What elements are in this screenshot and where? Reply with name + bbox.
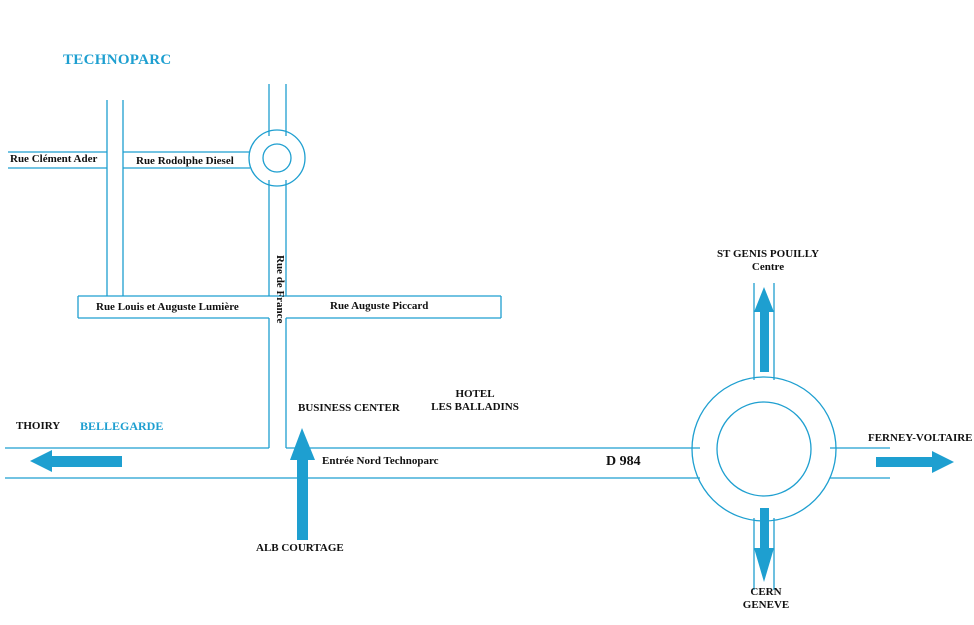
destination-cern: CERN GENEVE (726, 586, 806, 612)
street-label-rodolphe-diesel: Rue Rodolphe Diesel (136, 155, 234, 167)
road-label-d984: D 984 (606, 454, 641, 469)
destination-thoiry: THOIRY (16, 420, 61, 432)
destination-ferney: FERNEY-VOLTAIRE (868, 432, 973, 444)
map-title: TECHNOPARC (63, 52, 172, 68)
arrow-down-icon (754, 508, 774, 582)
hotel-line-2: LES BALLADINS (431, 401, 519, 413)
place-label-entree-nord: Entrée Nord Technoparc (322, 455, 439, 467)
arrow-up-icon (754, 287, 774, 372)
cern-line-1: CERN (750, 586, 782, 598)
roundabout-small-inner (262, 143, 292, 173)
place-label-business-center: BUSINESS CENTER (298, 402, 400, 414)
destination-st-genis: ST GENIS POUILLY Centre (708, 248, 828, 274)
hotel-line-1: HOTEL (455, 388, 495, 400)
street-label-piccard: Rue Auguste Piccard (330, 300, 429, 312)
arrow-left-icon (30, 450, 122, 472)
street-label-rue-de-france: Rue de France (274, 255, 286, 324)
st-genis-line-2: Centre (751, 261, 785, 273)
place-label-hotel: HOTEL LES BALLADINS (425, 388, 525, 414)
st-genis-line-1: ST GENIS POUILLY (716, 248, 820, 260)
street-label-lumiere: Rue Louis et Auguste Lumière (96, 301, 239, 313)
arrow-right-icon (876, 451, 954, 473)
destination-bellegarde: BELLEGARDE (80, 419, 164, 433)
cern-line-2: GENEVE (742, 599, 790, 611)
arrow-up-icon (290, 428, 315, 540)
roundabout-large-outer (691, 376, 837, 522)
roundabout-small-outer (248, 129, 306, 187)
place-label-alb-courtage: ALB COURTAGE (256, 542, 344, 554)
roundabout-large-inner (716, 401, 812, 497)
street-label-clement-ader: Rue Clément Ader (10, 153, 98, 165)
